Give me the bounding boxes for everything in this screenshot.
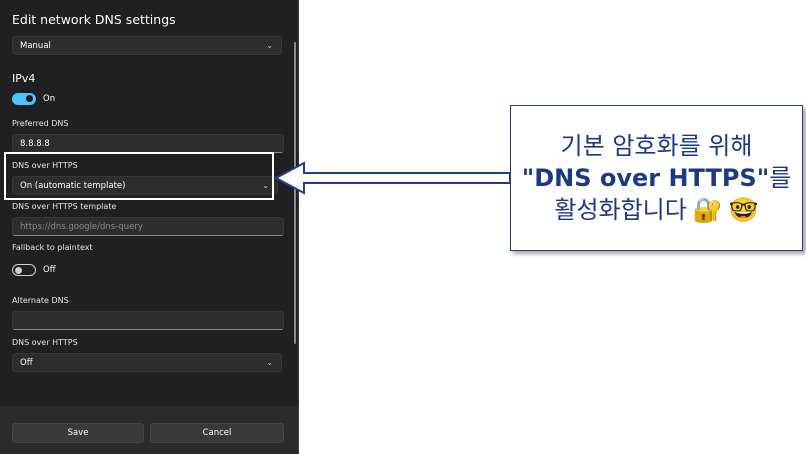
callout-line-3: 활성화합니다 🔐 🤓 bbox=[554, 194, 758, 226]
chevron-down-icon: ⌄ bbox=[266, 358, 273, 367]
callout-doh-text: "DNS over HTTPS" bbox=[521, 164, 770, 192]
lock-icon: 🔐 bbox=[692, 196, 723, 224]
fallback-label: Fallback to plaintext bbox=[12, 243, 93, 252]
callout-line-1: 기본 암호화를 위해 bbox=[560, 132, 753, 160]
chevron-down-icon: ⌄ bbox=[266, 41, 273, 50]
dns-settings-dialog: Edit network DNS settings Manual ⌄ IPv4 … bbox=[0, 0, 299, 454]
nerd-face-icon: 🤓 bbox=[728, 196, 759, 224]
ipv4-section-title: IPv4 bbox=[12, 72, 36, 85]
doh-template-placeholder: https://dns.google/dns-query bbox=[20, 221, 143, 232]
fallback-toggle-label: Off bbox=[43, 265, 56, 275]
alternate-dns-input[interactable] bbox=[12, 311, 284, 330]
dns-mode-value: Manual bbox=[20, 40, 51, 51]
alternate-dns-label: Alternate DNS bbox=[12, 296, 69, 305]
dialog-title: Edit network DNS settings bbox=[12, 12, 176, 27]
callout-line-2-suffix: 를 bbox=[769, 164, 792, 192]
preferred-dns-input[interactable]: 8.8.8.8 bbox=[12, 134, 284, 153]
chevron-down-icon: ⌄ bbox=[262, 181, 269, 190]
alt-doh-label: DNS over HTTPS bbox=[12, 338, 78, 347]
ipv4-toggle[interactable] bbox=[12, 93, 36, 105]
preferred-dns-value: 8.8.8.8 bbox=[20, 138, 50, 149]
arrow-shape bbox=[274, 161, 511, 195]
ipv4-toggle-label: On bbox=[43, 94, 56, 104]
doh-label: DNS over HTTPS bbox=[12, 161, 78, 170]
doh-select-value: On (automatic template) bbox=[20, 180, 126, 191]
doh-highlight-box bbox=[4, 152, 274, 200]
toggle-knob bbox=[15, 266, 22, 274]
doh-template-input[interactable]: https://dns.google/dns-query bbox=[12, 217, 284, 236]
callout-line-2: "DNS over HTTPS"를 bbox=[522, 162, 792, 194]
dns-mode-select[interactable]: Manual ⌄ bbox=[12, 36, 282, 55]
preferred-dns-label: Preferred DNS bbox=[12, 119, 69, 128]
doh-select[interactable]: On (automatic template) ⌄ bbox=[12, 176, 278, 195]
cancel-button[interactable]: Cancel bbox=[150, 423, 284, 443]
pointer-arrow bbox=[274, 161, 511, 195]
scrollbar[interactable] bbox=[294, 42, 296, 344]
fallback-toggle[interactable] bbox=[12, 264, 36, 276]
alt-doh-value: Off bbox=[20, 357, 33, 368]
save-button[interactable]: Save bbox=[12, 423, 144, 443]
toggle-knob bbox=[26, 95, 33, 102]
alt-doh-select[interactable]: Off ⌄ bbox=[12, 353, 282, 372]
callout-line-3-text: 활성화합니다 bbox=[554, 196, 687, 224]
doh-template-label: DNS over HTTPS template bbox=[12, 202, 117, 211]
annotation-callout: 기본 암호화를 위해 "DNS over HTTPS"를 활성화합니다 🔐 🤓 bbox=[510, 105, 803, 251]
